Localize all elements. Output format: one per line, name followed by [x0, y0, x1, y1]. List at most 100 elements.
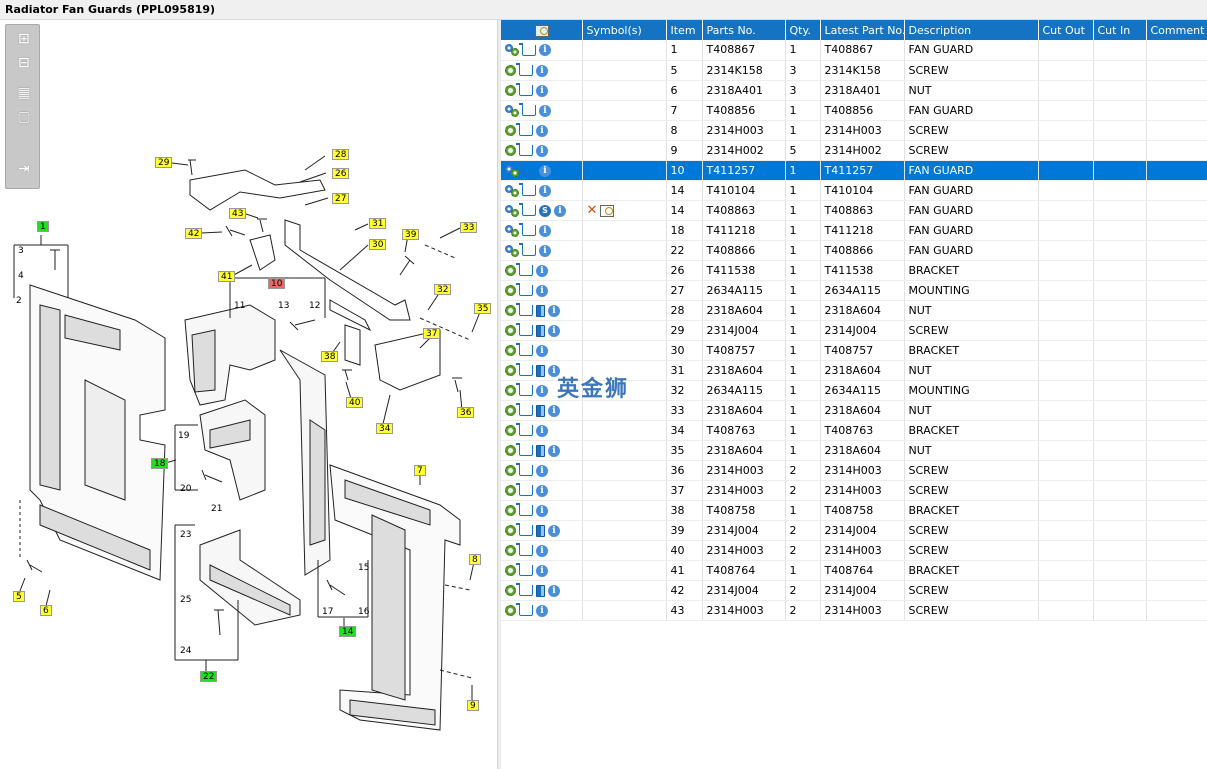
- info-icon[interactable]: i: [539, 244, 551, 257]
- column-header-latest-part-no[interactable]: Latest Part No.: [820, 20, 905, 40]
- info-icon[interactable]: i: [536, 564, 548, 577]
- info-icon[interactable]: i: [536, 124, 548, 137]
- info-icon[interactable]: i: [536, 384, 548, 397]
- info-icon[interactable]: i: [536, 504, 548, 517]
- assembly-gears-icon[interactable]: [505, 184, 519, 197]
- gear-icon[interactable]: [505, 125, 516, 136]
- callout-43[interactable]: 43: [229, 208, 247, 219]
- callout-6[interactable]: 6: [40, 605, 52, 616]
- cart-icon[interactable]: [516, 383, 533, 396]
- info-icon[interactable]: i: [548, 324, 560, 337]
- zoom-out-icon[interactable]: ⊟: [18, 55, 30, 71]
- cart-icon[interactable]: [516, 283, 533, 296]
- info-icon[interactable]: i: [548, 524, 560, 537]
- gear-icon[interactable]: [505, 385, 516, 396]
- cart-icon[interactable]: [519, 203, 536, 216]
- search-icon[interactable]: [534, 24, 549, 37]
- info-icon[interactable]: i: [536, 264, 548, 277]
- cart-icon[interactable]: [516, 443, 533, 456]
- gear-icon[interactable]: [505, 585, 516, 596]
- cart-icon[interactable]: [516, 583, 533, 596]
- cart-icon[interactable]: [516, 143, 533, 156]
- gear-icon[interactable]: [505, 545, 516, 556]
- callout-37[interactable]: 37: [423, 328, 441, 339]
- cart-icon[interactable]: [516, 403, 533, 416]
- gear-icon[interactable]: [505, 365, 516, 376]
- actual-size-icon[interactable]: ▢: [17, 109, 31, 125]
- callout-32[interactable]: 32: [434, 284, 452, 295]
- cart-icon[interactable]: [516, 523, 533, 536]
- manual-book-icon[interactable]: [536, 304, 545, 317]
- callout-28[interactable]: 28: [332, 149, 350, 160]
- manual-book-icon[interactable]: [536, 584, 545, 597]
- cart-icon[interactable]: [516, 63, 533, 76]
- magnifier-icon[interactable]: [600, 204, 615, 217]
- column-header-description[interactable]: Description: [904, 20, 1039, 40]
- column-header-item[interactable]: Item: [666, 20, 703, 40]
- info-icon[interactable]: i: [536, 424, 548, 437]
- manual-book-icon[interactable]: [536, 444, 545, 457]
- callout-39[interactable]: 39: [402, 229, 420, 240]
- gear-icon[interactable]: [505, 465, 516, 476]
- callout-22[interactable]: 22: [200, 671, 218, 682]
- gear-icon[interactable]: [505, 325, 516, 336]
- callout-7[interactable]: 7: [414, 465, 426, 476]
- info-icon[interactable]: i: [548, 444, 560, 457]
- info-icon[interactable]: i: [548, 584, 560, 597]
- cart-icon[interactable]: [516, 503, 533, 516]
- cart-icon[interactable]: [516, 423, 533, 436]
- gear-icon[interactable]: [505, 405, 516, 416]
- gear-icon[interactable]: [505, 85, 516, 96]
- cart-icon[interactable]: [516, 363, 533, 376]
- cart-icon[interactable]: [519, 223, 536, 236]
- callout-14[interactable]: 14: [339, 626, 357, 637]
- manual-book-icon[interactable]: [536, 404, 545, 417]
- column-header-parts-no[interactable]: Parts No.: [702, 20, 786, 40]
- info-icon[interactable]: i: [536, 464, 548, 477]
- gear-icon[interactable]: [505, 425, 516, 436]
- gear-icon[interactable]: [505, 485, 516, 496]
- cart-icon[interactable]: [516, 543, 533, 556]
- info-icon[interactable]: i: [536, 484, 548, 497]
- column-header-qty[interactable]: Qty.: [785, 20, 821, 40]
- gear-icon[interactable]: [505, 285, 516, 296]
- info-icon[interactable]: i: [536, 544, 548, 557]
- export-icon[interactable]: ⇥: [18, 161, 30, 177]
- cart-icon[interactable]: [519, 163, 536, 176]
- assembly-gears-icon[interactable]: [505, 244, 519, 257]
- assembly-gears-icon[interactable]: [505, 44, 519, 57]
- cart-icon[interactable]: [516, 323, 533, 336]
- callout-34[interactable]: 34: [376, 423, 394, 434]
- assembly-gears-icon[interactable]: [505, 224, 519, 237]
- info-icon[interactable]: i: [539, 224, 551, 237]
- info-icon[interactable]: i: [536, 284, 548, 297]
- column-header-symbol-s[interactable]: Symbol(s): [582, 20, 667, 40]
- gear-icon[interactable]: [505, 445, 516, 456]
- callout-18[interactable]: 18: [151, 458, 169, 469]
- supersession-icon[interactable]: S: [539, 204, 551, 217]
- info-icon[interactable]: i: [539, 184, 551, 197]
- callout-36[interactable]: 36: [457, 407, 475, 418]
